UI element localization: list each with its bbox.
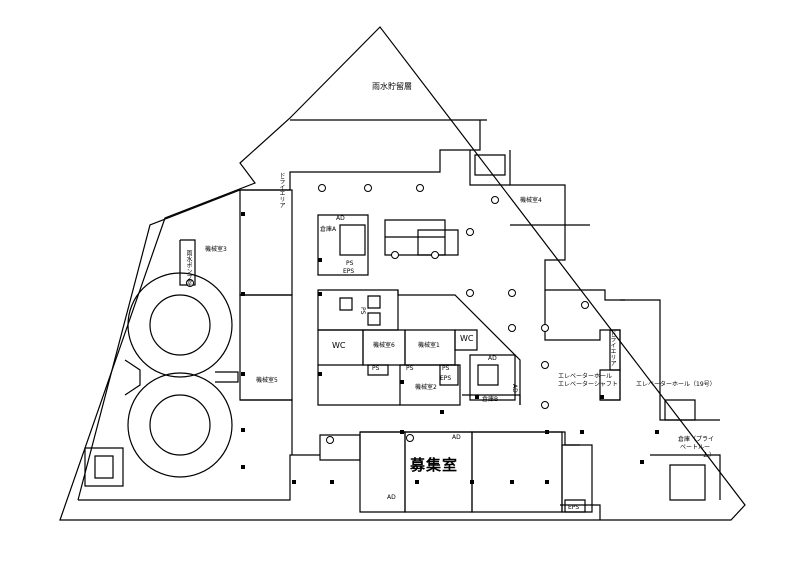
label-ad-top: AD <box>336 215 345 222</box>
store-3 <box>472 432 562 512</box>
tank-lower-outer <box>128 373 232 477</box>
label-wc-right: WC <box>460 334 474 343</box>
round-columns <box>187 185 589 444</box>
left-small-room-wall <box>180 240 195 285</box>
machine-room-5-lower <box>240 400 292 455</box>
tank-connector-right <box>215 372 238 382</box>
stair-mid <box>470 355 515 400</box>
pump-room <box>85 448 123 486</box>
storage-b-wall <box>462 395 520 405</box>
tank-upper-inner <box>150 295 210 355</box>
label-right-small-room: ドライエリア <box>609 330 616 366</box>
label-machine-room-3: 機械室3 <box>205 246 227 253</box>
label-ps-right: PS <box>442 365 450 372</box>
tank-lower-inner <box>150 395 210 455</box>
label-machine-room-5: 機械室5 <box>256 377 278 384</box>
label-machine-room-2: 機械室2 <box>415 384 437 391</box>
label-wc-left: WC <box>332 341 346 350</box>
building-outline <box>60 27 745 520</box>
inner-wall-left <box>78 120 480 500</box>
label-machine-room-6: 機械室6 <box>373 342 395 349</box>
label-ad-bottom: AD <box>387 494 396 501</box>
label-rainwater-tank: 雨水貯留層 <box>372 82 412 91</box>
label-left-small-room: 雨水ポンプ室 <box>185 250 192 286</box>
eps-bottom-box <box>565 500 585 512</box>
lower-core-wall <box>318 365 400 405</box>
tank-connector <box>125 360 140 395</box>
right-stair <box>665 400 695 420</box>
label-ad-mid: AD <box>488 355 497 362</box>
core-outline-upper <box>398 290 520 405</box>
label-recruiting-room: 募集室 <box>410 456 459 474</box>
label-ad-side: AD <box>511 384 518 393</box>
top-right-stair <box>475 155 505 175</box>
label-eps-bottom: EPS <box>568 504 580 511</box>
label-ps-mid: PS <box>406 365 414 372</box>
label-storage-private-1: 倉庫（プライ <box>678 436 715 443</box>
label-ps-vertical: PS <box>359 307 366 315</box>
label-eps-top: EPS <box>343 268 355 275</box>
label-storage-private-3: ム） <box>703 452 716 459</box>
inner-wall-stairs-right <box>470 150 510 185</box>
tank-upper-outer <box>128 273 232 377</box>
label-elevator-hall: エレベーターホール <box>558 373 613 380</box>
stair-mid-inner <box>478 365 498 385</box>
wc-right-room <box>455 330 477 350</box>
ps-box-left <box>368 365 388 375</box>
label-elevator-shaft: エレベーターシャフト <box>558 381 618 388</box>
label-ps-top: PS <box>346 260 354 267</box>
label-storage-b: 倉庫B <box>482 396 499 403</box>
right-ad-wall <box>560 505 600 520</box>
escalator-block-2 <box>418 230 458 255</box>
machine-room-2-room <box>400 365 460 405</box>
inner-wall-right-step <box>510 150 625 300</box>
label-storage-private-2: ベートルー <box>680 444 711 451</box>
label-storage-a: 倉庫A <box>320 226 337 233</box>
machine-room-5-wall <box>240 295 292 400</box>
label-ad-lower: AD <box>452 434 461 441</box>
label-eps-mid: EPS <box>440 375 452 382</box>
label-elevator-19: エレベーターホール（19号） <box>636 381 716 388</box>
pump-room-inner <box>95 456 113 478</box>
core-stair <box>340 225 365 255</box>
ps-box-right <box>440 365 458 385</box>
lower-stair <box>320 435 360 460</box>
label-ps-left: PS <box>372 365 380 372</box>
store-1 <box>360 432 405 512</box>
right-lower-wall <box>650 455 720 500</box>
label-machine-room-4: 機械室4 <box>520 197 542 204</box>
label-machine-room-1: 機械室1 <box>418 342 440 349</box>
inner-wall-bottom <box>78 455 320 500</box>
core-top-block <box>318 215 368 275</box>
right-stair-lower <box>670 465 705 500</box>
mid-core-box-1 <box>340 298 352 310</box>
mid-core-box-2 <box>368 296 380 308</box>
columns <box>241 212 659 484</box>
mid-core-box-3 <box>368 313 380 325</box>
label-top-small-room: ドライエリア <box>278 172 285 208</box>
right-ps-room <box>610 330 620 370</box>
store-4 <box>562 445 592 512</box>
mid-core-block <box>318 290 398 330</box>
